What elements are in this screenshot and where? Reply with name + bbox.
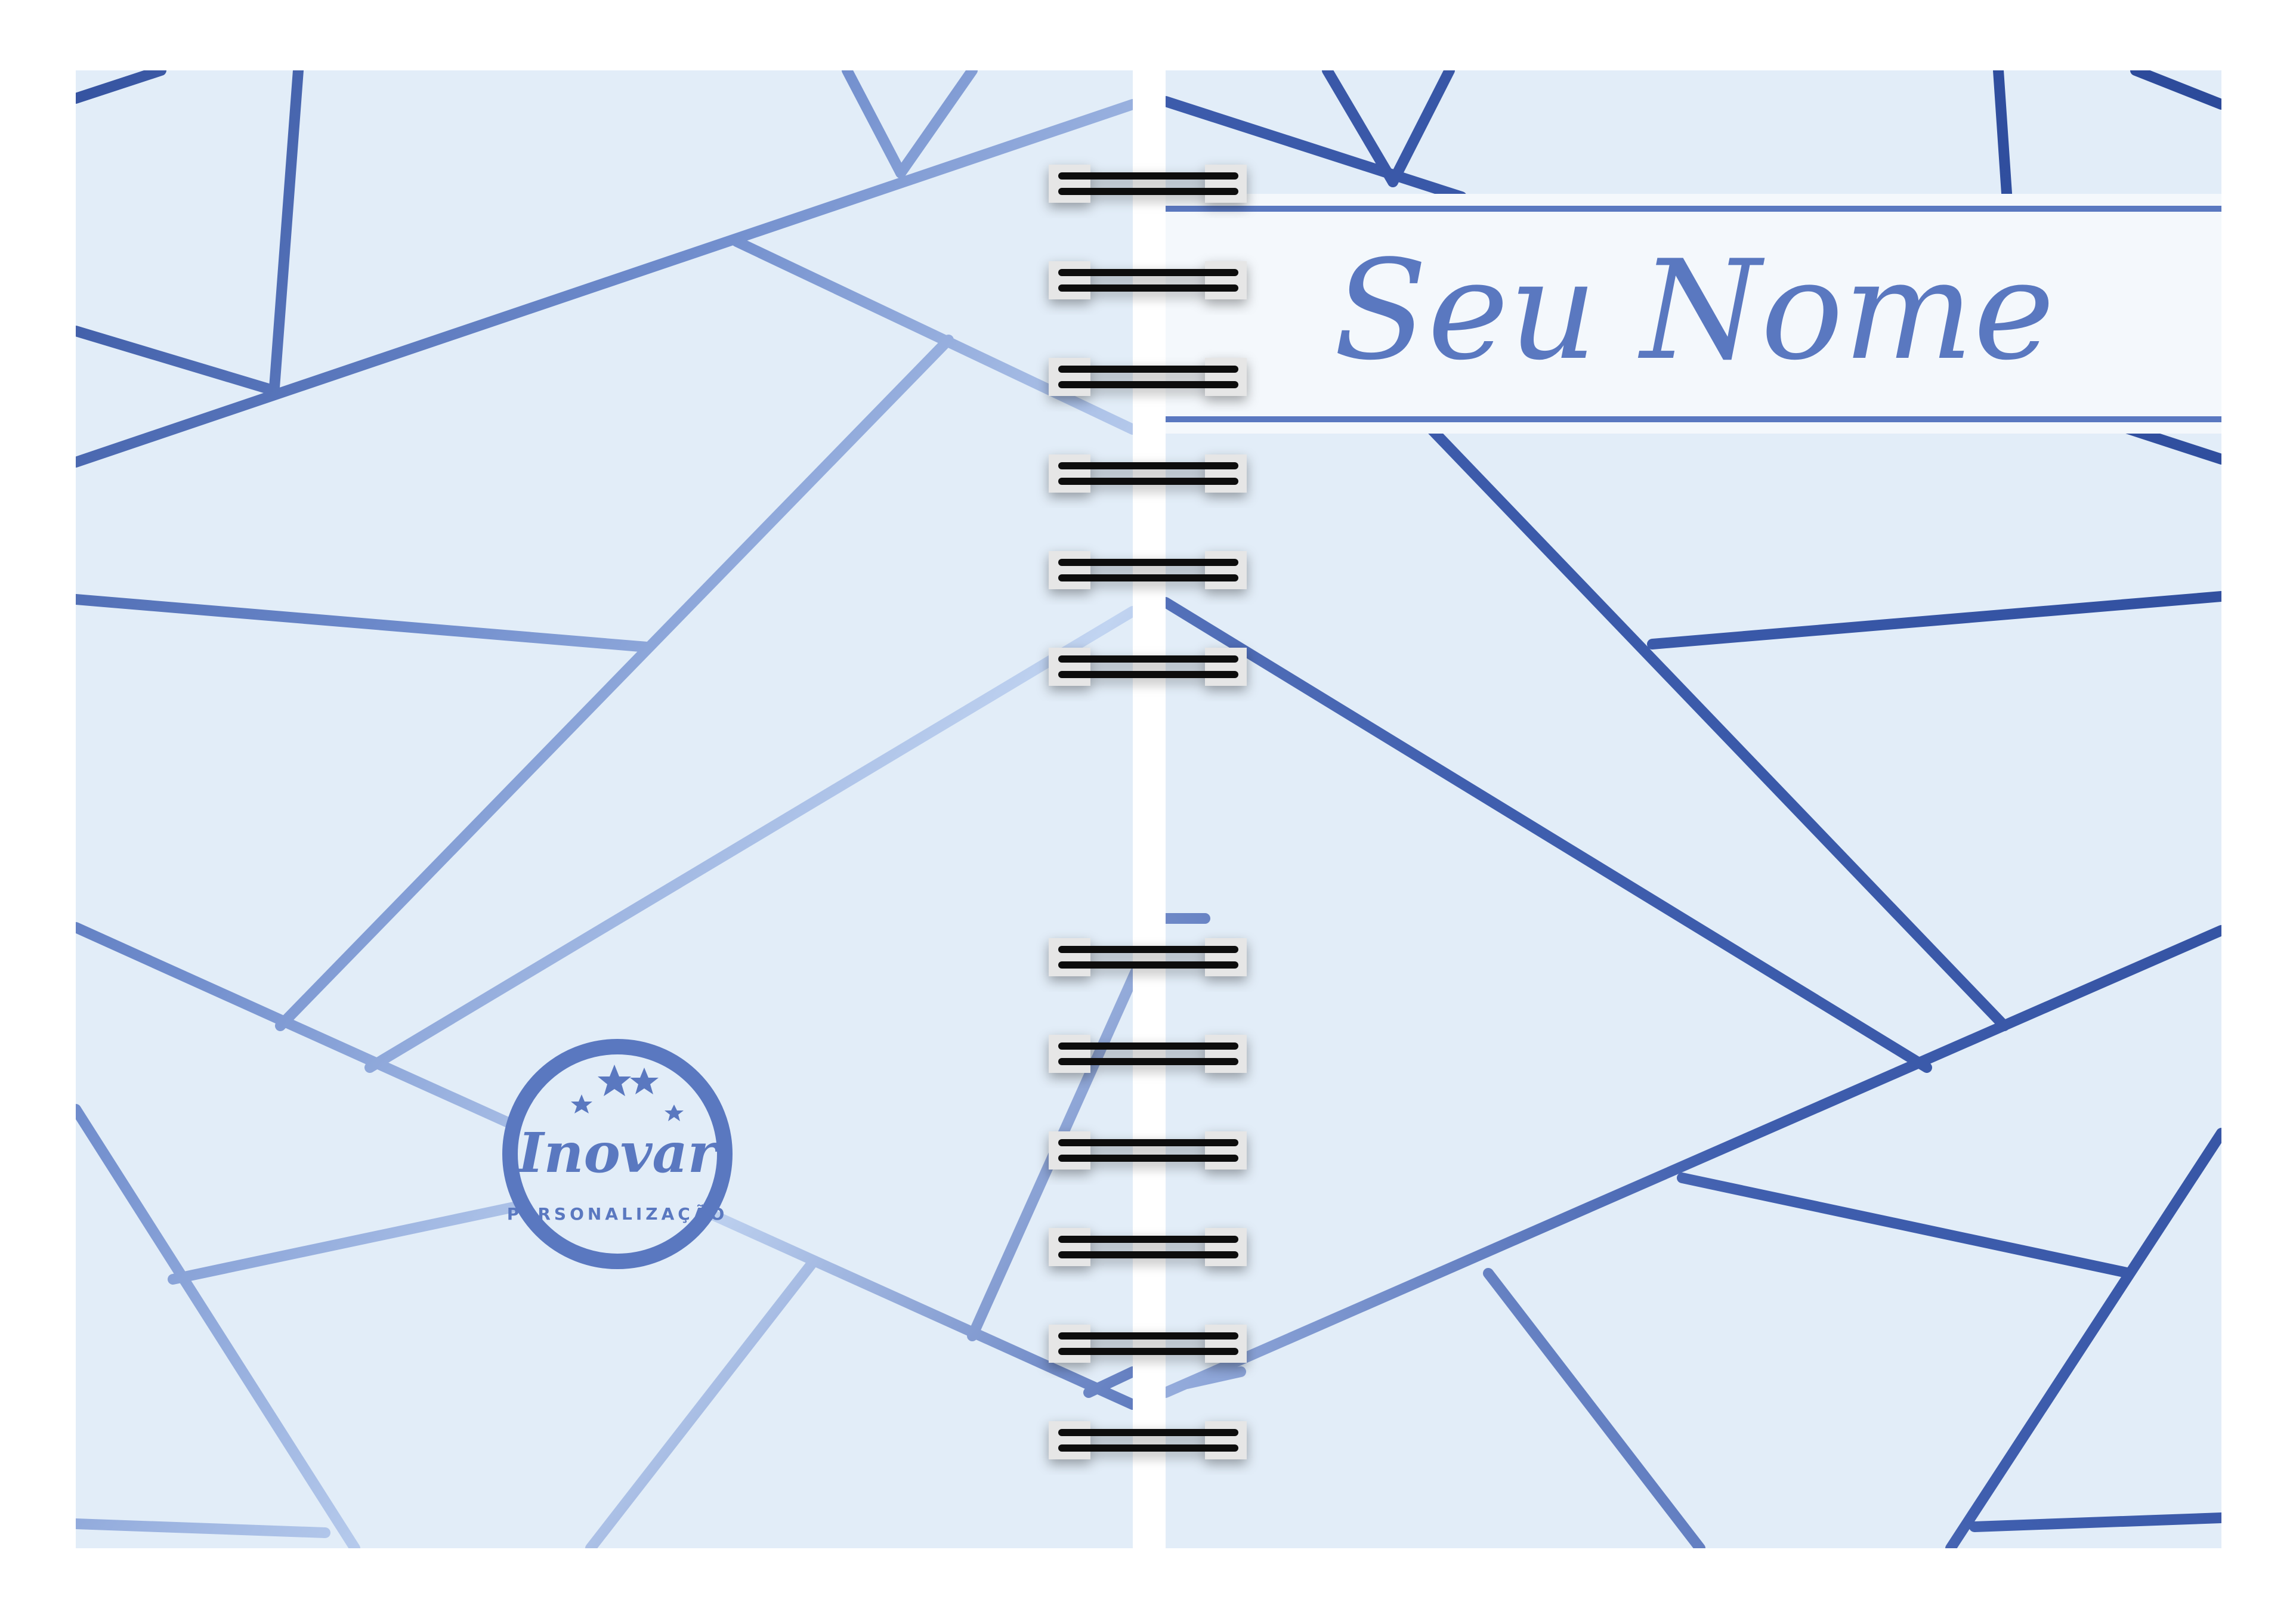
name-banner: Seu Nome (1166, 194, 2221, 434)
binding-ring (1049, 1131, 1247, 1170)
binding-ring (1049, 358, 1247, 396)
brand-name: Inovar (517, 1121, 721, 1185)
binding-ring (1049, 938, 1247, 976)
brand-logo-badge: Inovar PERSONALIZAÇÃO (502, 1039, 733, 1269)
binding-ring (1049, 1035, 1247, 1073)
brand-tagline: PERSONALIZAÇÃO (507, 1204, 728, 1224)
binding-ring (1049, 1325, 1247, 1363)
binding-ring (1049, 261, 1247, 299)
binding-ring (1049, 454, 1247, 493)
binding-ring (1049, 165, 1247, 203)
binding-ring (1049, 648, 1247, 686)
binding-ring (1049, 1228, 1247, 1266)
name-placeholder[interactable]: Seu Nome (1334, 231, 2055, 391)
spine-gap (1133, 70, 1166, 1548)
spiral-binding (1049, 165, 1247, 1459)
binding-ring (1049, 1421, 1247, 1459)
star-icon (571, 1065, 684, 1121)
binding-ring (1049, 551, 1247, 589)
